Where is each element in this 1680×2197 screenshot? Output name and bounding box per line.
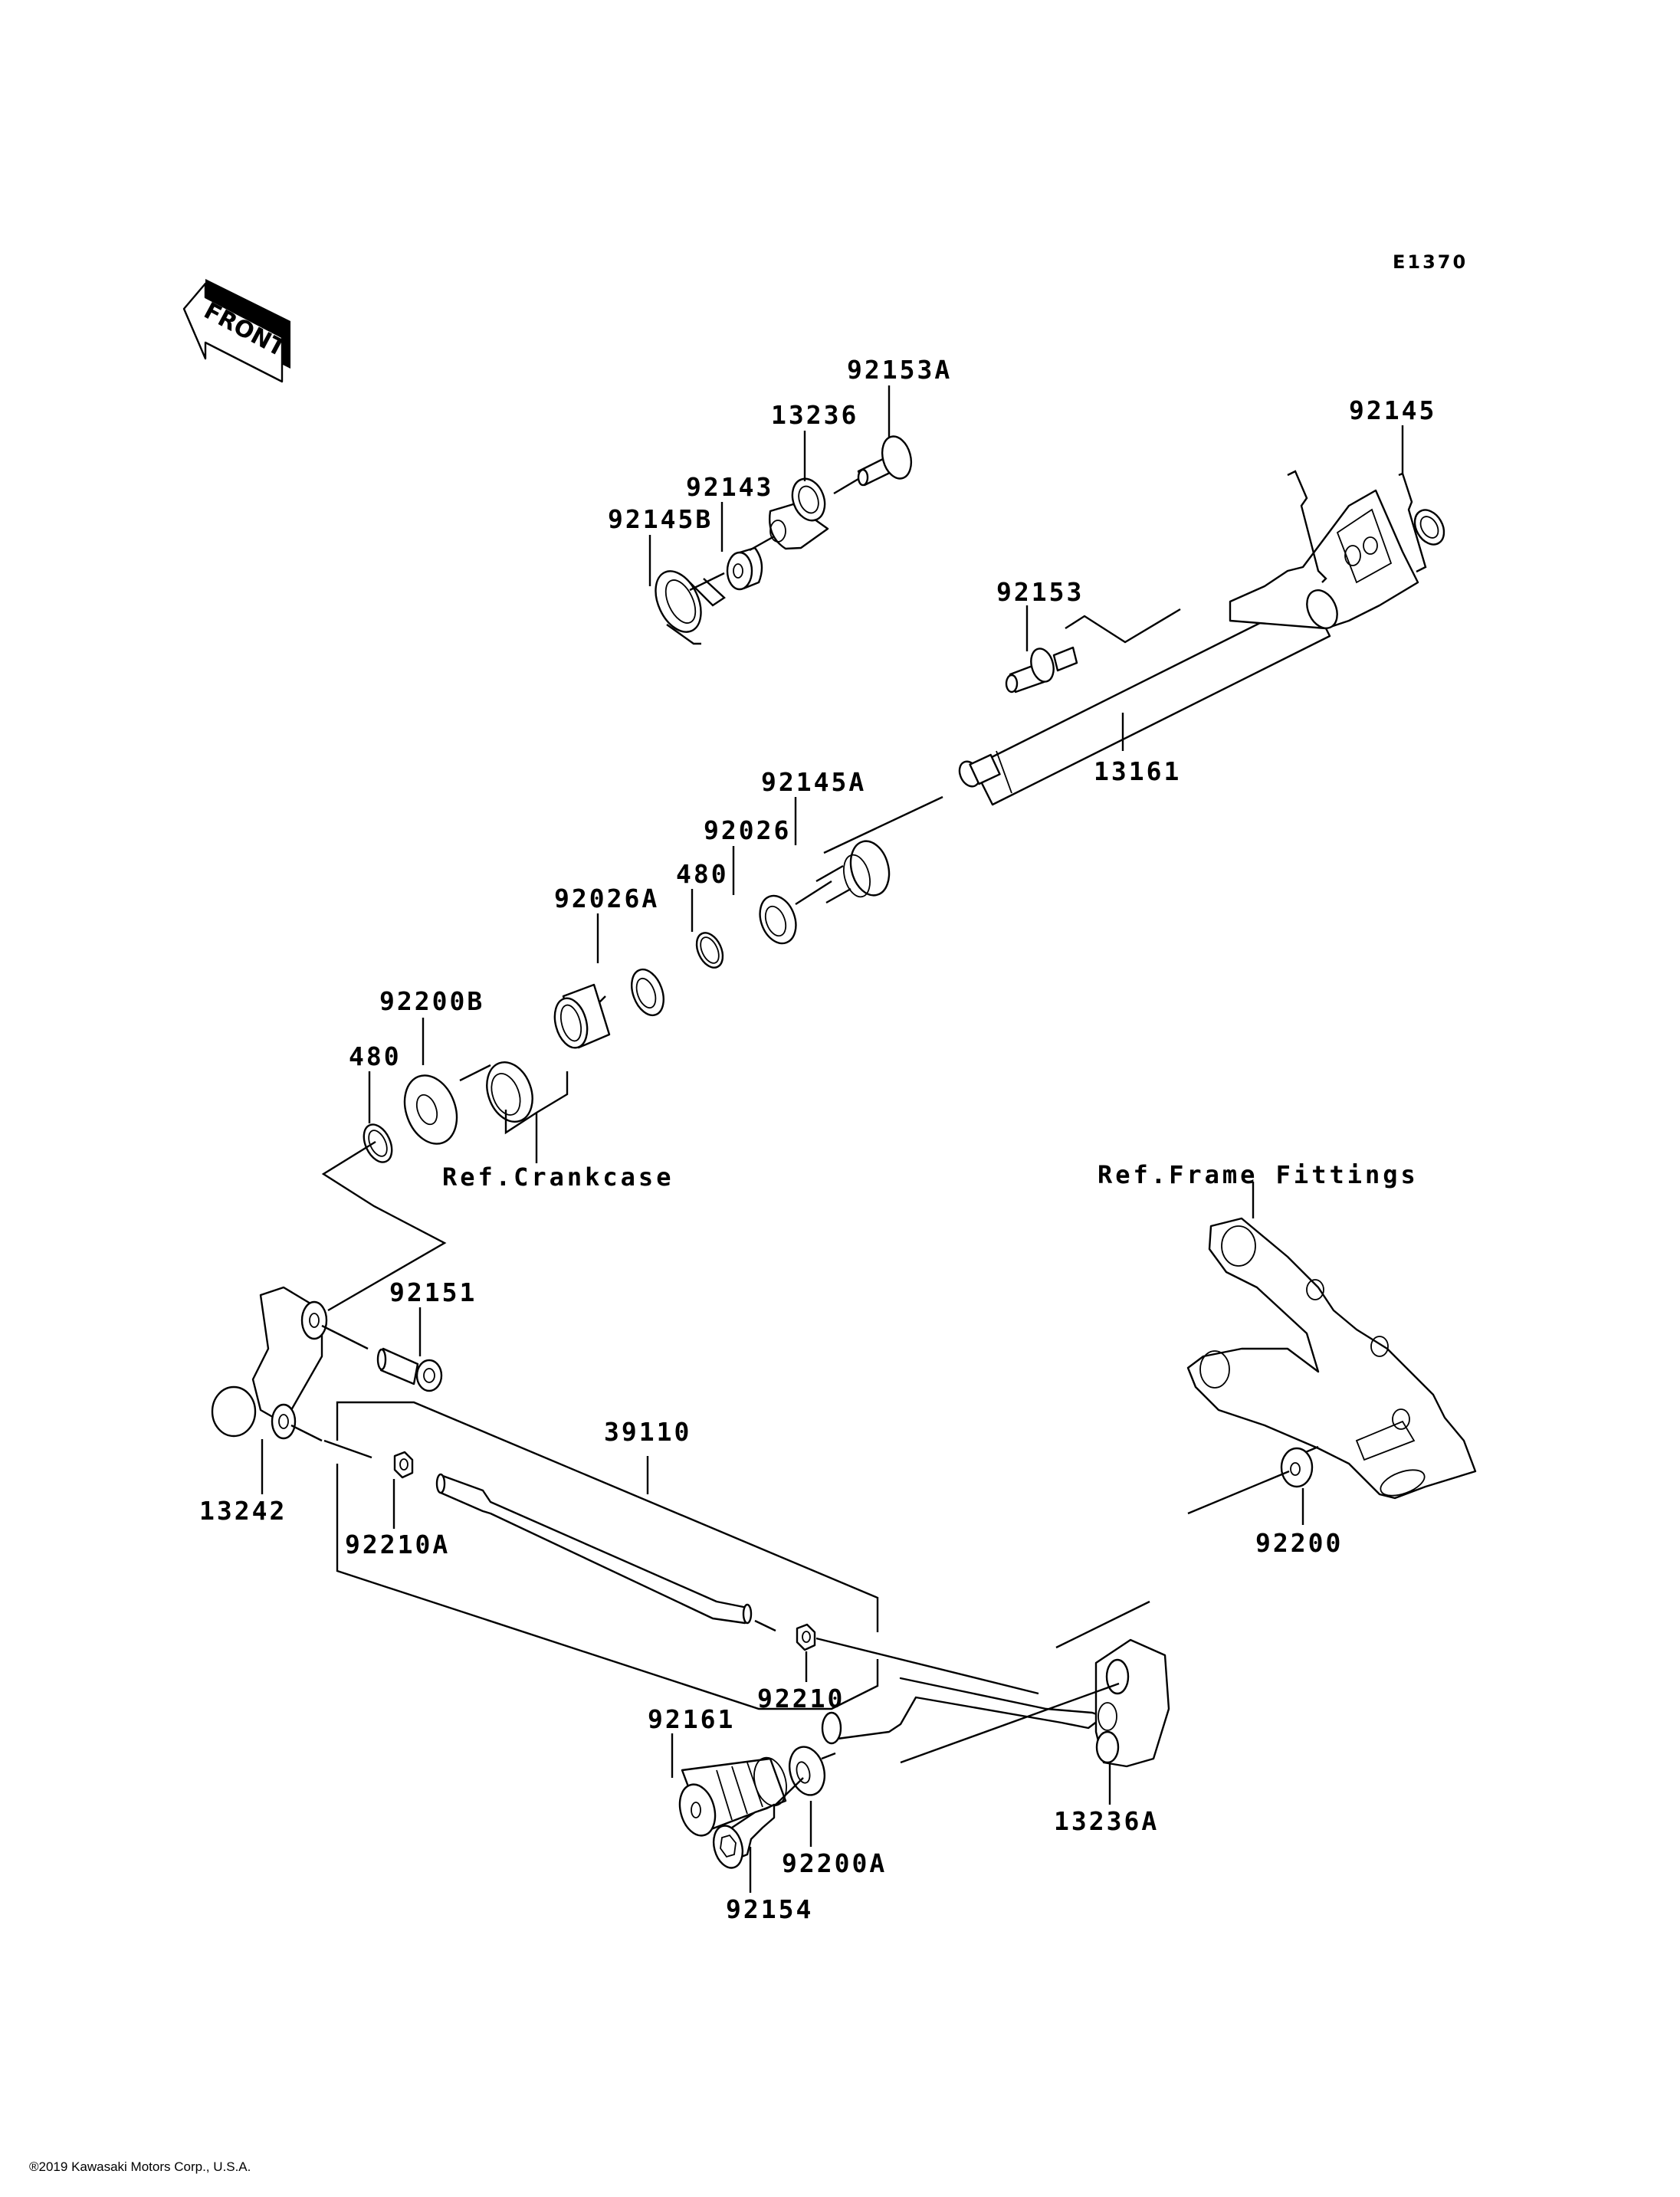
label-480-lower: 480 (349, 1041, 402, 1071)
ref-frame-fitting-bracket (1186, 1217, 1477, 1500)
part-92210-nut[interactable] (796, 1623, 816, 1651)
label-13242: 13242 (199, 1496, 287, 1526)
label-13236: 13236 (771, 400, 858, 430)
part-92210A-nut[interactable] (393, 1451, 414, 1479)
diagram-code: E1370 (1393, 251, 1468, 273)
part-39110-tie-rod[interactable] (435, 1473, 753, 1625)
part-92026-washer[interactable] (753, 890, 802, 948)
part-92153A-bolt[interactable] (857, 433, 916, 487)
label-92154: 92154 (726, 1894, 813, 1924)
label-92026A: 92026A (554, 884, 659, 913)
label-92145: 92145 (1349, 395, 1436, 425)
label-13161: 13161 (1094, 756, 1181, 786)
part-92200B-washer[interactable] (395, 1068, 466, 1151)
part-13236A-shift-pedal[interactable] (821, 1638, 1170, 1768)
label-92200: 92200 (1255, 1528, 1343, 1558)
part-13242-shift-arm[interactable] (211, 1286, 328, 1440)
label-92151: 92151 (389, 1277, 477, 1307)
part-13236-lever[interactable] (769, 474, 830, 550)
label-92200B: 92200B (379, 986, 484, 1016)
ref-crankcase: Ref.Crankcase (442, 1162, 674, 1192)
label-92210A: 92210A (345, 1530, 450, 1559)
label-92200A: 92200A (782, 1848, 887, 1878)
label-92143: 92143 (686, 472, 773, 502)
part-92145A-spring[interactable] (815, 837, 894, 904)
label-13236A: 13236A (1054, 1806, 1159, 1836)
part-92153-bolt[interactable] (1005, 646, 1078, 694)
part-480-circlip-upper[interactable] (691, 929, 727, 972)
part-92161-pedal-rubber[interactable] (674, 1754, 792, 1840)
label-92145A: 92145A (761, 767, 866, 797)
label-92145B: 92145B (608, 504, 713, 534)
part-92145B-spring[interactable] (647, 564, 726, 645)
part-13161-shift-shaft[interactable] (956, 489, 1419, 806)
front-arrow-icon: FRONT (182, 279, 290, 383)
part-480-circlip-lower[interactable] (359, 1120, 398, 1167)
label-39110: 39110 (604, 1417, 691, 1447)
part-92026A-washer[interactable] (626, 965, 670, 1019)
label-92153: 92153 (996, 577, 1084, 607)
part-92154-bolt[interactable] (709, 1803, 776, 1871)
label-92026: 92026 (704, 815, 791, 845)
copyright-notice: ®2019 Kawasaki Motors Corp., U.S.A. (29, 2159, 251, 2174)
label-480-upper: 480 (676, 859, 729, 889)
label-92210: 92210 (757, 1684, 845, 1713)
label-92161: 92161 (648, 1704, 735, 1734)
part-oil-seal[interactable] (479, 1056, 540, 1128)
part-92151-bolt[interactable] (376, 1347, 443, 1392)
part-needle-bearing[interactable] (550, 983, 611, 1051)
part-92143-collar[interactable] (726, 546, 763, 591)
label-92153A: 92153A (847, 355, 952, 385)
ref-frame-fittings: Ref.Frame Fittings (1098, 1160, 1419, 1189)
part-92145-spring-clip[interactable] (1287, 470, 1450, 583)
part-92200-washer[interactable] (1280, 1447, 1314, 1488)
